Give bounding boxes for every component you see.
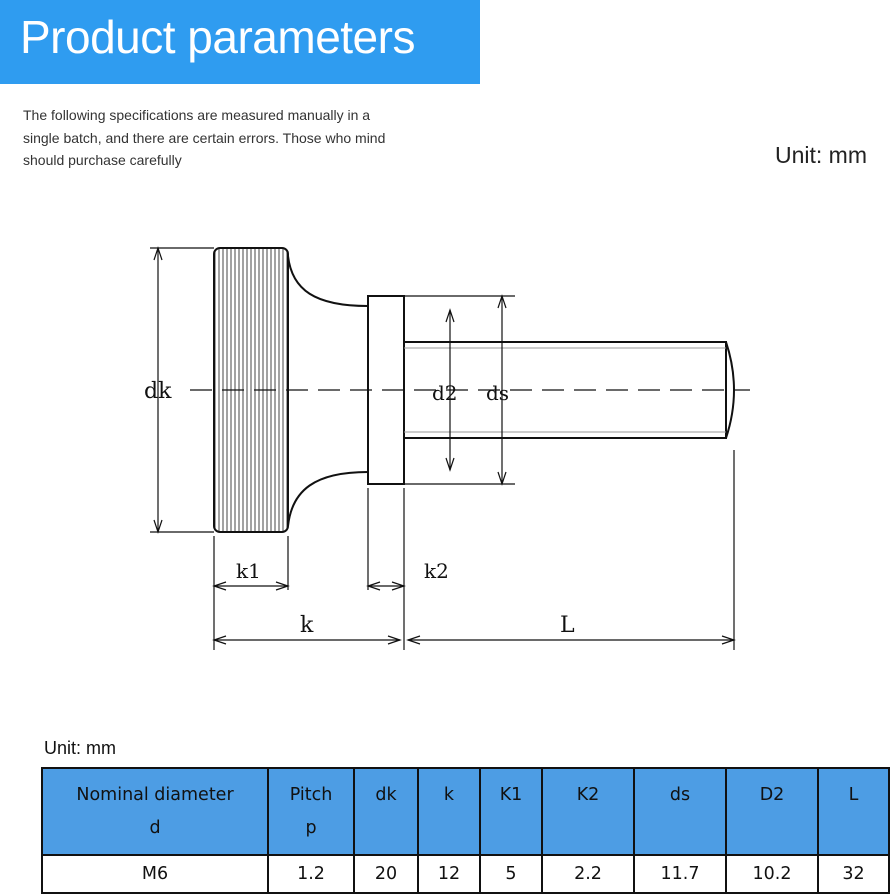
label-ds: ds	[486, 381, 509, 405]
label-d2: d2	[432, 381, 458, 405]
label-k1: k1	[236, 559, 261, 583]
table-row: M6 1.2 20 12 5 2.2 11.7 10.2 32	[41, 854, 890, 894]
table-unit-label: Unit: mm	[44, 738, 116, 758]
cell-k1: 5	[479, 854, 543, 894]
label-dk: dk	[144, 379, 172, 404]
header-k1: K1	[479, 767, 543, 856]
header-k2: K2	[541, 767, 635, 856]
cell-l: 32	[817, 854, 890, 894]
header-k: k	[417, 767, 481, 856]
header-ds: ds	[633, 767, 727, 856]
neck-lower	[287, 471, 369, 527]
header-d2: D2	[725, 767, 819, 856]
unit-label: Unit: mm	[775, 142, 867, 168]
header-l: L	[817, 767, 890, 856]
cell-ds: 11.7	[633, 854, 727, 894]
label-k: k	[300, 613, 314, 638]
thumb-screw-diagram: dk d2 ds d k1 k2 k L	[144, 246, 750, 650]
cell-k2: 2.2	[541, 854, 635, 894]
cell-pitch: 1.2	[267, 854, 355, 894]
page-title: Product parameters	[20, 11, 415, 63]
label-L: L	[560, 613, 575, 638]
label-k2: k2	[424, 559, 449, 583]
cell-d2: 10.2	[725, 854, 819, 894]
cell-nominal-diameter: M6	[41, 854, 269, 894]
neck-upper	[287, 255, 369, 307]
shank-end	[725, 341, 735, 439]
title-banner: Product parameters	[0, 0, 480, 84]
header-dk: dk	[353, 767, 419, 856]
cell-k: 12	[417, 854, 481, 894]
cell-dk: 20	[353, 854, 419, 894]
disclaimer-text: The following specifications are measure…	[23, 107, 386, 168]
